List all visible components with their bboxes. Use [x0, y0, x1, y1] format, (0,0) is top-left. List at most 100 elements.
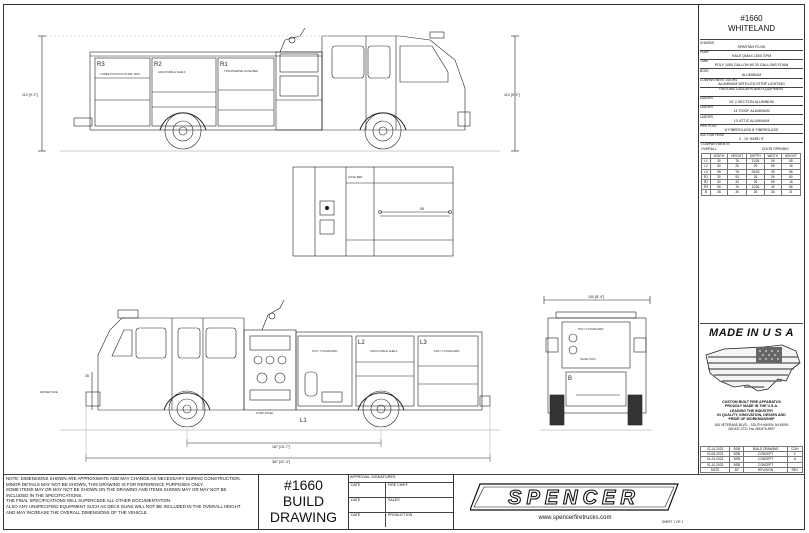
spencer-logo: SPENCER [470, 483, 679, 511]
compartment-r1 [217, 57, 275, 127]
revision-cell: REVISION [743, 466, 788, 473]
rear-desc-2: SLIDE TRAY [580, 357, 596, 361]
front-wheel-bottom [168, 390, 206, 428]
approval-date-label: DATE [351, 498, 361, 502]
spec-label: CHASSIS [700, 41, 714, 45]
approval-role-label: PRODUCTION [388, 513, 413, 517]
spec-value: 14' ROOF ALUMINUM [733, 109, 770, 114]
usa-blurb-line: PRIDE OF WORKMANSHIP [728, 417, 775, 422]
passenger-side-view [38, 27, 519, 152]
title-block-divider [698, 4, 699, 474]
spec-label: LADDER [700, 96, 713, 101]
rear-wheel-top [164, 112, 202, 150]
spencer-logo-text: SPENCER [508, 487, 640, 509]
note-line: THE FINAL SPECIFICATIONS WILL SUPERCEDE … [6, 498, 172, 504]
website: www.spencerfiretrucks.com [538, 515, 612, 521]
pump-panel-label: PUMP PANEL [256, 411, 274, 415]
dim-tank: 55 [420, 207, 424, 211]
compartment-l3 [417, 335, 479, 407]
drawing-canvas: R3 R2 R1 L1 L2 L3 B THREE POSITION SLIDE… [22, 27, 652, 464]
cab-note: DRIVER SIDE [40, 390, 58, 394]
rear-wheel-bottom [362, 390, 400, 428]
note-line: INCLUDED IN THE SPECIFICATIONS. [6, 492, 83, 498]
usa-blurb-line: LEADING THE INDUSTRY [729, 408, 774, 413]
label-l2: L2 [358, 340, 365, 346]
spec-label: PUMP [700, 50, 710, 55]
rear-view [540, 296, 652, 431]
l2-desc: ADJUSTABLE SHELF [370, 349, 398, 353]
job-number: #1660 [740, 14, 763, 23]
compartment-cell: 26 [746, 189, 765, 196]
drawing-type-line2: DRAWING [269, 509, 338, 525]
r2-desc: ADJUSTABLE SHELF [158, 70, 186, 74]
dim-rear-width: 100 [8'-4"] [588, 295, 604, 299]
plan-outline [292, 166, 454, 257]
spec-value: ALUMINUM [741, 72, 762, 77]
approval-date-label: DATE [351, 513, 361, 517]
label-l3: L3 [420, 340, 427, 346]
approval-role-label: FIRE CHIEF [388, 483, 408, 487]
driver-side-view [60, 299, 500, 462]
label-r2: R2 [154, 62, 162, 68]
spec-row: PIKE POLE 6' FIBERGLASS 8' FIBERGLASS [700, 124, 803, 132]
top-plan-view [292, 166, 454, 257]
cab-outline [321, 35, 466, 131]
drawing-notes: NOTE: DIMENSIONS SHOWN ARE APPROXIMATE A… [6, 476, 346, 515]
note-line: SOME ITEMS MAY OR MAY NOT BE SHOWN ON TH… [6, 487, 227, 493]
compartments-group-overall: OVERALL [701, 147, 717, 151]
usa-flag-map-icon [705, 344, 801, 392]
hose-bed-label: HOSE BED [348, 175, 362, 179]
revision-cell: REV [786, 466, 804, 473]
dim-overall-length: 387 [32'-3"] [272, 460, 290, 464]
spec-value: HALE QMAX 1500 GPM [731, 54, 772, 59]
spec-value: 2 - 10' HARD 5" [738, 137, 765, 141]
pump-panel [243, 329, 297, 411]
body-outline-driver [295, 331, 483, 411]
approval-date-label: DATE [351, 483, 361, 487]
usa-blurb-line: PROUDLY MADE IN THE U.S.A. [724, 404, 779, 409]
usa-blurb-line: CUSTOM BUILT FIRE APPARATUS [722, 400, 781, 404]
company-phone: 269-637-2721 Fax 269-676-9097 [728, 427, 775, 431]
compartment-cell: B [701, 189, 711, 196]
made-in-usa: MADE IN U S A [709, 327, 794, 339]
sheet-number: SHEET 1 OF 1 [662, 520, 684, 524]
spec-value: POLY 1000 GALLON W/ 20 GALLONS FOAM [714, 63, 789, 68]
revision-cell: DATE [699, 466, 731, 473]
compartment-l2 [355, 335, 415, 407]
compartment-cell: 38 [709, 189, 729, 196]
compartment-r3 [94, 57, 151, 127]
spec-label: LADDER [700, 114, 713, 119]
spec-label: SUCTION HOSE [700, 133, 725, 137]
revision-cell: BY [729, 466, 745, 473]
compartment-cell: 30 [727, 189, 748, 196]
dim-height-right: 110 [9'-2"] [504, 93, 520, 97]
spec-label: PIKE POLE [700, 123, 717, 128]
spec-value: ALUMINUM WITH LED STRIP LIGHTING [718, 81, 785, 86]
drawing-type-line1: BUILD [282, 493, 325, 509]
compartment-cell: 36 [763, 189, 782, 196]
label-r3: R3 [97, 62, 105, 68]
label-b: B [568, 376, 572, 382]
spec-value: 10' ATTIC ALUMINUM [733, 118, 770, 123]
spec-value: 24' 2 SECTION ALUMINUM [729, 100, 774, 105]
approval-heading: APPROVAL SIGNATURES [350, 475, 396, 479]
dim-front-height: 26 [85, 374, 89, 378]
l1-desc: POLY TOOLBOARD [312, 349, 337, 353]
cab-outline-driver [97, 317, 245, 411]
spec-value: 6' FIBERGLASS 8' FIBERGLASS [724, 127, 779, 132]
rear-desc-1: POLY TOOLBOARD [578, 327, 603, 331]
body-outline [89, 51, 323, 131]
dim-wheelbase: 187 [15'-7"] [272, 445, 290, 449]
label-l1: L1 [300, 418, 307, 424]
compartment-l1 [297, 335, 353, 407]
compartment-b [565, 371, 627, 407]
r1-desc: TRANSVERSE HOSE BED [224, 69, 258, 73]
spec-label: BODY [700, 68, 710, 73]
